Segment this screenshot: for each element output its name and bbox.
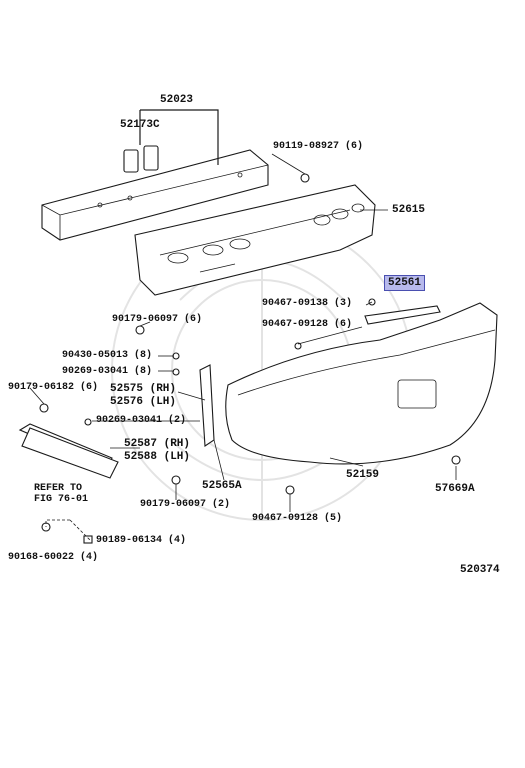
callout-52561[interactable]: 52561	[384, 275, 426, 291]
callout-52023: 52023	[160, 94, 194, 106]
bumper-cover	[225, 302, 498, 465]
callout-52587: 52587 (RH)	[124, 438, 191, 450]
reinforcement-beam	[41, 149, 269, 241]
callout-90179-06097-a: 90179-06097 (6)	[112, 314, 203, 325]
refer-to-line2[interactable]: FIG 76-01	[34, 494, 89, 505]
absorber-pads	[123, 145, 159, 173]
callout-90189-06134: 90189-06134 (4)	[96, 535, 187, 546]
leader-lines	[29, 109, 457, 541]
callout-52173C: 52173C	[120, 119, 160, 131]
callout-52576: 52576 (LH)	[110, 396, 177, 408]
callout-52565A: 52565A	[202, 480, 242, 492]
callout-52588: 52588 (LH)	[124, 451, 191, 463]
callout-90168-60022: 90168-60022 (4)	[8, 552, 99, 563]
callout-57669A: 57669A	[435, 483, 475, 495]
callout-90179-06182: 90179-06182 (6)	[8, 382, 99, 393]
callout-90179-06097-b: 90179-06097 (2)	[140, 499, 231, 510]
callout-90119-08927: 90119-08927 (6)	[273, 141, 364, 152]
figure-number: 520374	[460, 564, 500, 576]
callout-90269-03041-b: 90269-03041 (2)	[96, 415, 187, 426]
step-plate	[364, 305, 441, 325]
callout-90467-09138: 90467-09138 (3)	[262, 298, 353, 309]
callout-90269-03041-a: 90269-03041 (8)	[62, 366, 153, 377]
side-reflector	[18, 423, 119, 479]
refer-to-line1: REFER TO	[34, 483, 83, 494]
callout-52159: 52159	[346, 469, 380, 481]
callout-90430-05013: 90430-05013 (8)	[62, 350, 153, 361]
bumper-absorber	[134, 184, 376, 296]
side-retainer	[199, 364, 215, 447]
callout-90467-09128-b: 90467-09128 (5)	[252, 513, 343, 524]
callout-90467-09128-a: 90467-09128 (6)	[262, 319, 353, 330]
callout-52615: 52615	[392, 204, 426, 216]
callout-52575: 52575 (RH)	[110, 383, 177, 395]
